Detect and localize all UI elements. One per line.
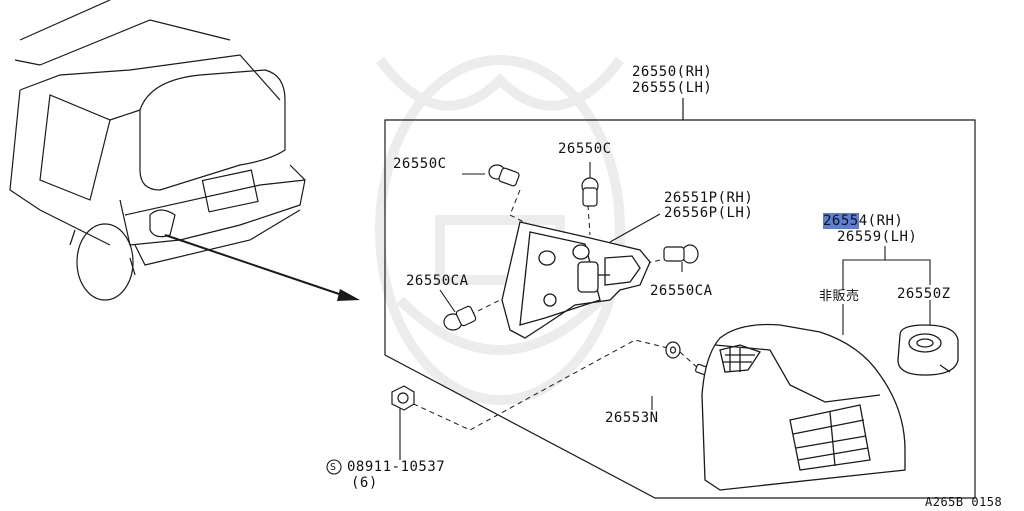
bulb-upper-left-label: 26550C xyxy=(393,156,447,172)
bulb-right-icon xyxy=(663,244,699,264)
lens-rh-rest: 4(RH) xyxy=(858,213,904,229)
washer-label: 26553N xyxy=(605,410,659,426)
seal-label: 26550Z xyxy=(897,286,951,302)
washer-icon xyxy=(665,341,681,359)
car-rear-illustration xyxy=(9,0,306,301)
seal-roll-icon xyxy=(897,324,959,376)
bulb-lower-left-label: 26550CA xyxy=(406,273,469,289)
diagram-code-label: A265B 0158 xyxy=(925,495,1003,509)
assembly-lh-label: 26555(LH) xyxy=(632,80,713,96)
leader-lines xyxy=(399,162,931,460)
nut-qty-label: (6) xyxy=(351,475,378,491)
assembly-rh-label: 26550(RH) xyxy=(632,64,713,80)
lens-rh-label: 26554(RH) xyxy=(823,213,904,229)
pointer-arrow xyxy=(164,234,360,301)
nut-icon xyxy=(391,385,415,411)
lens-rh-highlight: 2655 xyxy=(823,213,859,229)
tail-lens-icon xyxy=(701,323,906,491)
lens-lh-label: 26559(LH) xyxy=(837,229,918,245)
standard-part-symbol xyxy=(326,459,342,475)
bulb-right-label: 26550CA xyxy=(650,283,713,299)
nut-part-label: 08911-10537 xyxy=(347,459,446,475)
bulb-lower-left-icon xyxy=(443,305,477,331)
socket-rh-label: 26551P(RH) xyxy=(664,190,754,206)
not-sold-label: 非販売 xyxy=(819,289,860,304)
nut-symbol-label: S xyxy=(330,462,337,473)
exploded-view-frame xyxy=(384,98,976,499)
bulb-upper-mid-label: 26550C xyxy=(558,141,612,157)
bulb-upper-left-icon xyxy=(488,164,520,187)
watermark-emblem xyxy=(375,55,625,405)
bulb-upper-mid-icon xyxy=(581,177,599,207)
lamp-socket-housing xyxy=(501,221,651,339)
socket-lh-label: 26556P(LH) xyxy=(664,205,754,221)
